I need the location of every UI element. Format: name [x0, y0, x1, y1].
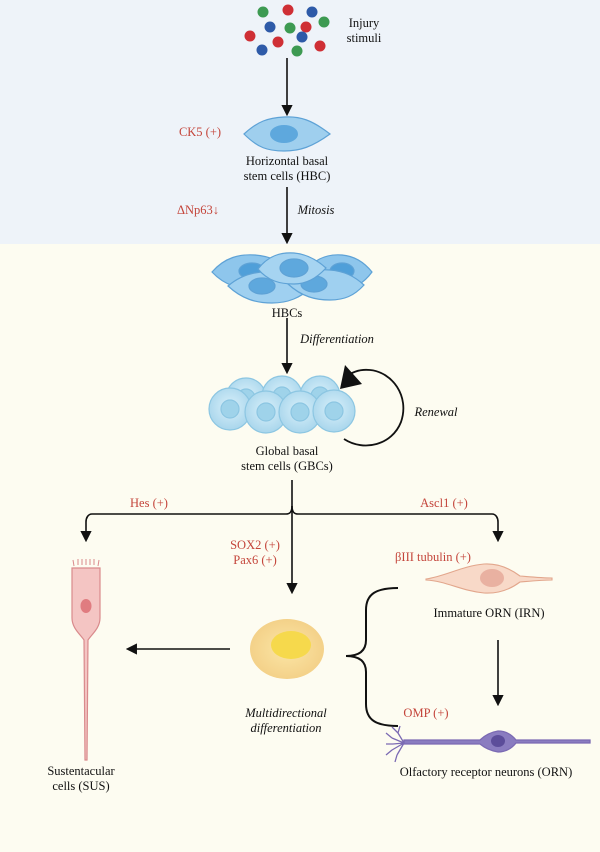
- renewal-loop-arrow: [343, 368, 405, 447]
- beta3-tubulin-marker-label: βIII tubulin (+): [395, 550, 471, 564]
- gbc-label: Global basal stem cells (GBCs): [241, 444, 333, 473]
- orn-label: Olfactory receptor neurons (ORN): [399, 765, 573, 779]
- multidirectional-cell: [250, 619, 324, 679]
- branch-arrows: [80, 480, 504, 595]
- hbcs-cluster: [211, 252, 373, 304]
- injury-stimuli-particles: [244, 4, 330, 57]
- ascl1-marker-label: Ascl1 (+): [420, 496, 468, 510]
- ck5-marker-label: CK5 (+): [178, 125, 222, 139]
- hbcs-label: HBCs: [271, 306, 303, 320]
- np63-marker-label: ΔNp63↓: [176, 203, 220, 217]
- multidirectional-label: Multidirectional differentiation: [245, 706, 327, 735]
- hbc-cell: [243, 116, 332, 152]
- injury-stimuli-label: Injury stimuli: [346, 16, 382, 45]
- curly-bracket: [345, 587, 399, 727]
- renewal-arrowhead: [340, 365, 362, 389]
- mitosis-label: Mitosis: [297, 203, 335, 217]
- differentiation-label: Differentiation: [300, 332, 374, 346]
- sus-label: Sustentacular cells (SUS): [47, 764, 115, 793]
- sox2-marker-label: SOX2 (+): [230, 538, 280, 552]
- pax6-marker-label: Pax6 (+): [233, 553, 277, 567]
- omp-marker-label: OMP (+): [403, 706, 449, 720]
- renewal-label: Renewal: [414, 405, 458, 419]
- orn-neuron: [385, 725, 591, 763]
- gbcs-cluster: [208, 375, 356, 434]
- hbc-label: Horizontal basal stem cells (HBC): [243, 154, 331, 183]
- hes-marker-label: Hes (+): [130, 496, 168, 510]
- sustentacular-cell: [71, 559, 101, 761]
- irn-label: Immature ORN (IRN): [433, 606, 545, 620]
- immature-orn-cell: [425, 563, 553, 594]
